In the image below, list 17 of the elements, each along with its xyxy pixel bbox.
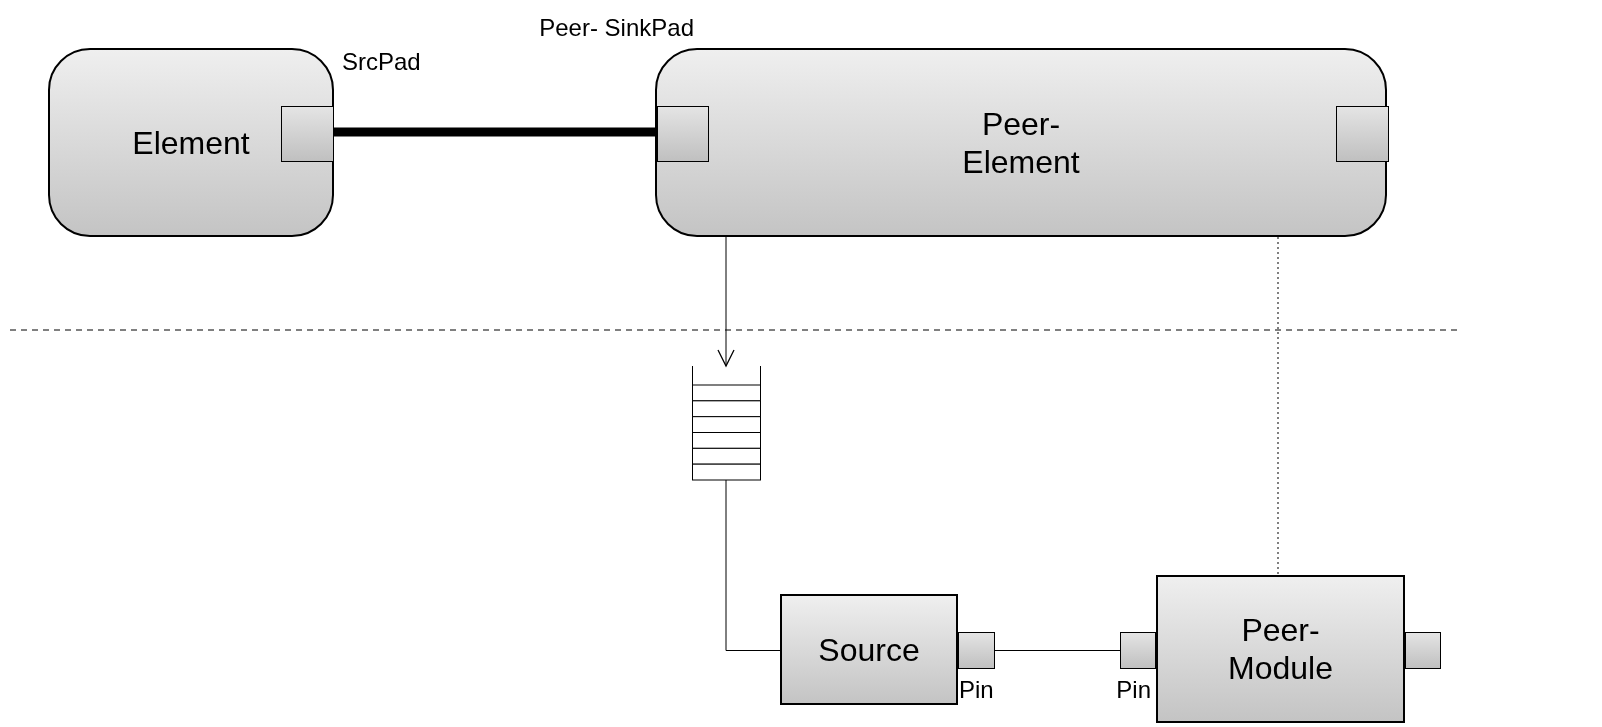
pad-label: Pin: [959, 675, 994, 705]
pad-label: SrcPad: [342, 47, 421, 77]
element-box: [780, 594, 958, 705]
connector-line: [725, 479, 781, 651]
node-label: Element: [132, 123, 250, 162]
pad-box: [1405, 632, 1441, 669]
connector-line: [1277, 236, 1279, 576]
element-box: [1156, 575, 1405, 723]
pad-label: Pin: [1116, 675, 1151, 705]
connector-line: [994, 650, 1121, 651]
pad-box: [1336, 106, 1389, 162]
node-label: Peer- Module: [1227, 611, 1334, 687]
arrow: [717, 236, 735, 367]
node-label: Peer- Element: [961, 104, 1081, 181]
pad-label: Peer- SinkPad: [539, 13, 694, 43]
node-label: Source: [818, 630, 920, 669]
connector-line: [332, 127, 655, 137]
